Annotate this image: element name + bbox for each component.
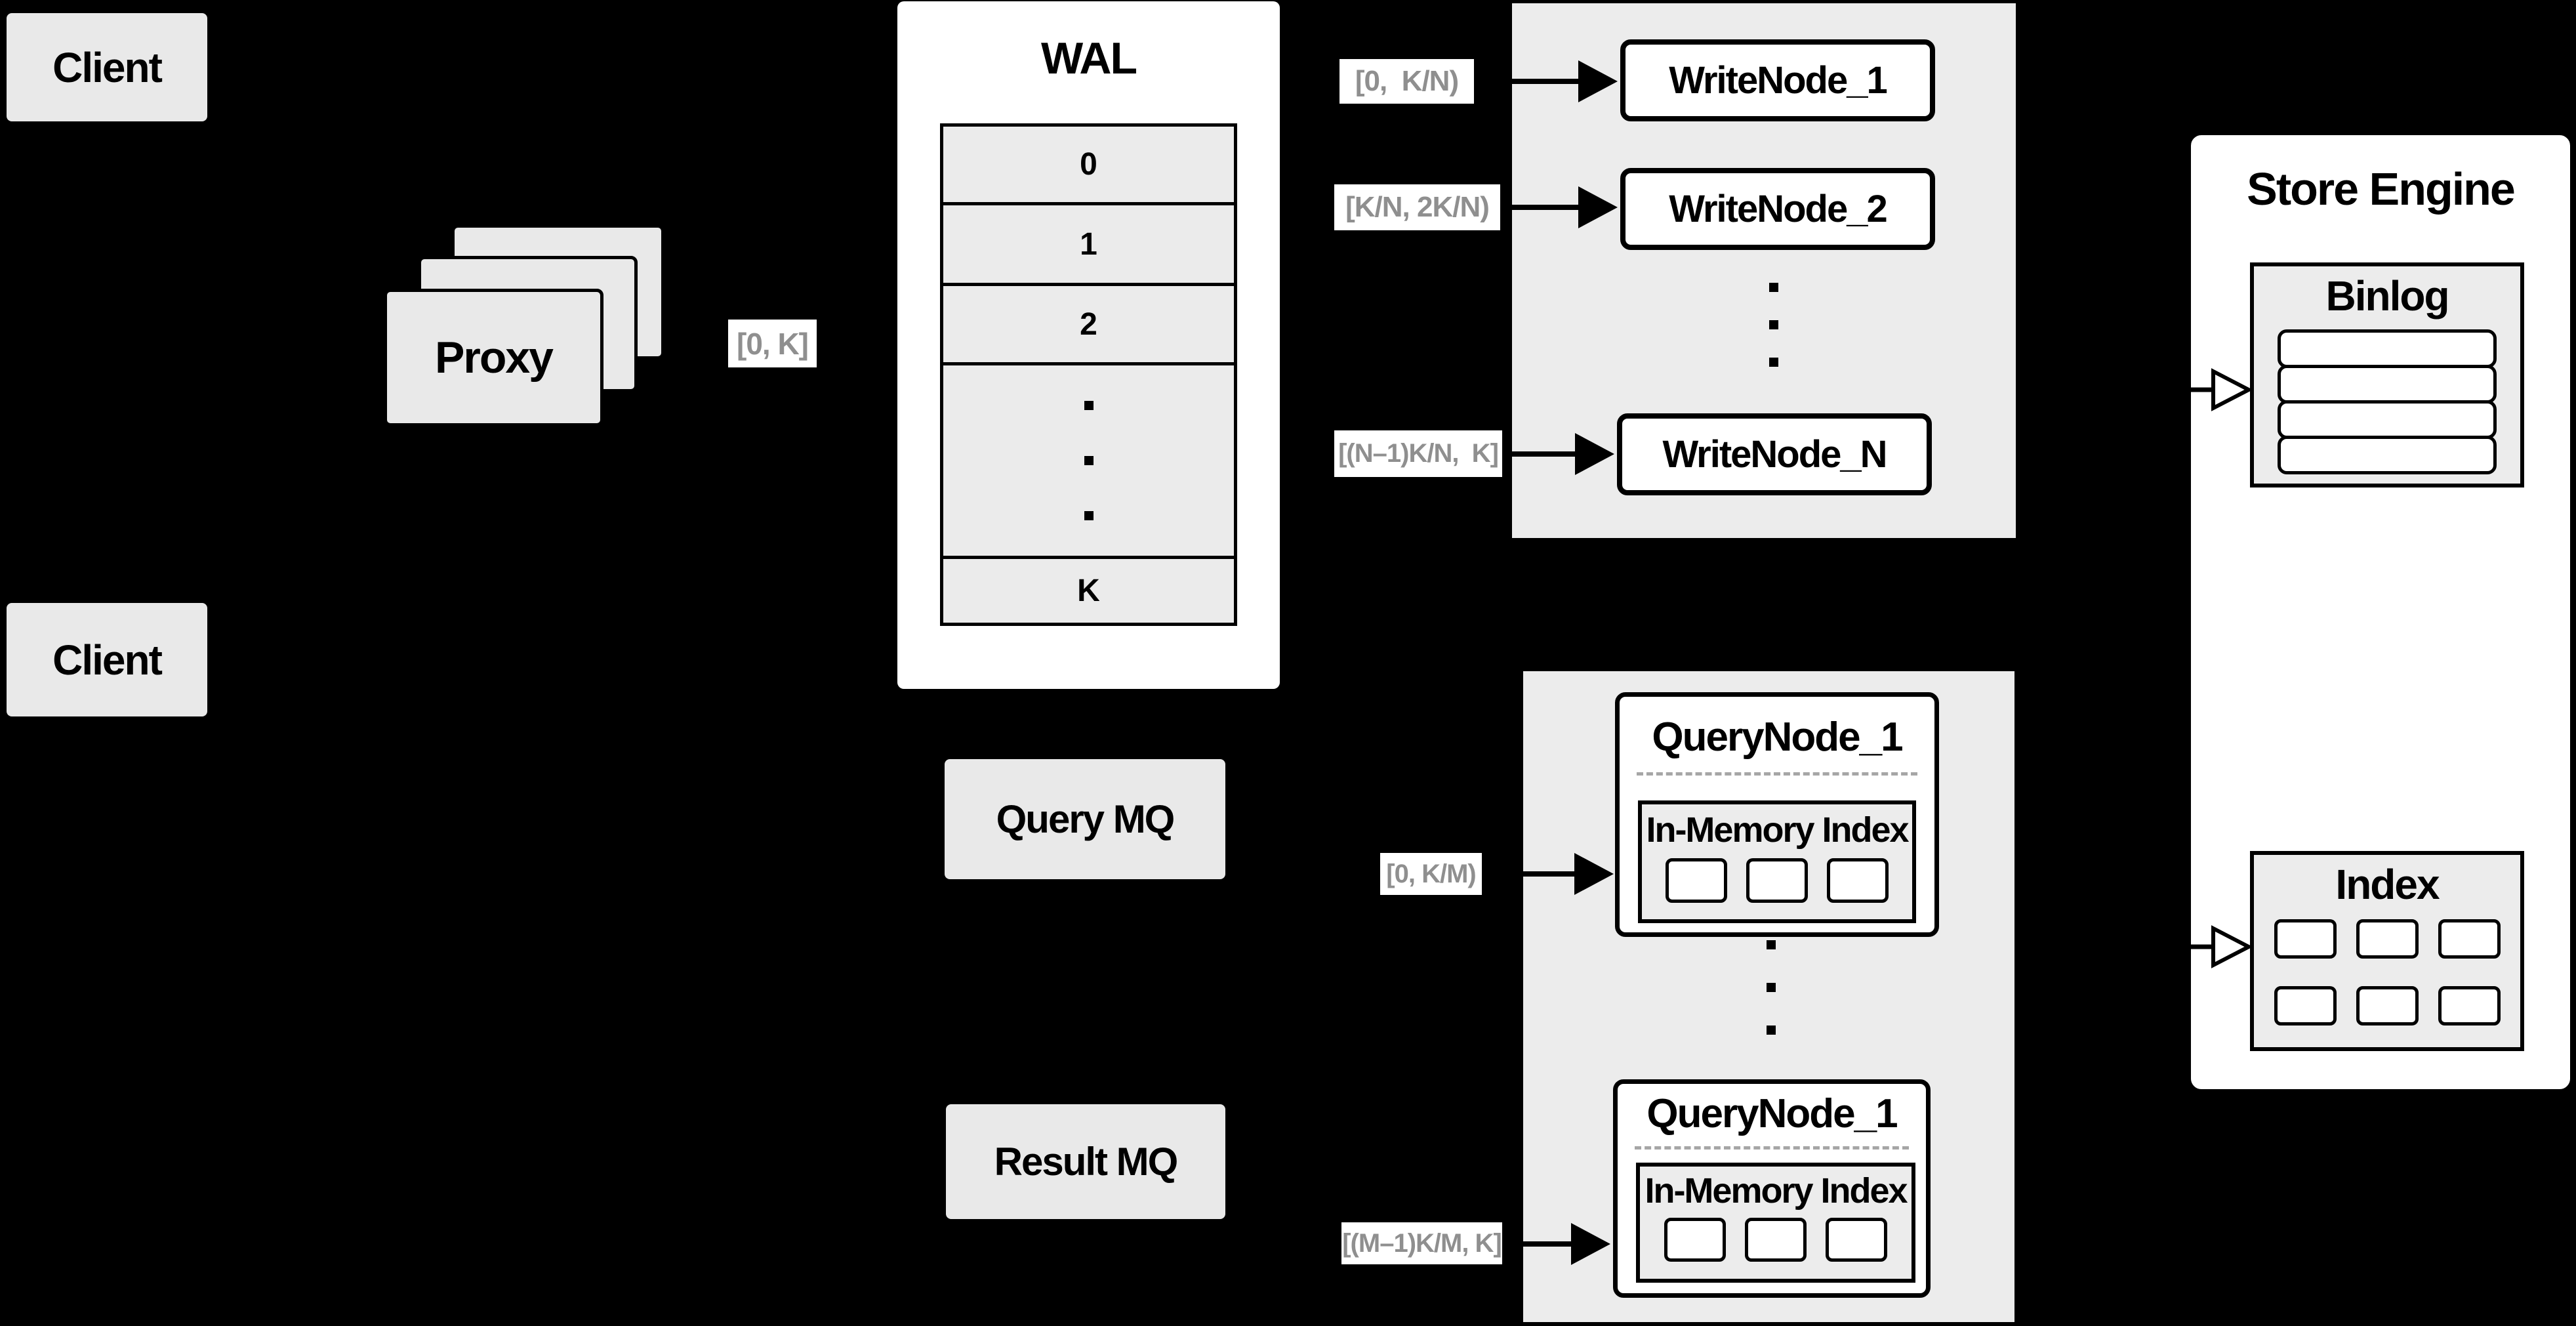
index-cell (2274, 919, 2337, 959)
in-memory-index-box-bottom: In-Memory Index (1636, 1163, 1915, 1283)
proxy-label: Proxy (435, 333, 554, 383)
index-cell (2356, 986, 2419, 1026)
index-cell (2274, 986, 2337, 1026)
query-mq-box: Query MQ (945, 759, 1225, 879)
wal-segment-0: 0 (943, 127, 1234, 205)
write-node-2-label: WriteNode_2 (1669, 188, 1887, 230)
index-cell (2356, 919, 2419, 959)
wal-box: WAL 0 1 2 K (897, 1, 1280, 689)
index-cell-row (2254, 986, 2520, 1026)
memory-segment-row (1640, 1218, 1912, 1262)
query-mq-label: Query MQ (996, 797, 1176, 841)
in-memory-index-title-top: In-Memory Index (1646, 810, 1909, 850)
wal-title: WAL (1040, 33, 1137, 83)
result-mq-box: Result MQ (946, 1104, 1225, 1219)
range-label-writenode-2: [K/N, 2K/N) (1334, 184, 1500, 230)
query-node-top-box: QueryNode_1 In-Memory Index (1615, 692, 1939, 937)
query-node-panel: QueryNode_1 In-Memory Index QueryNode_1 … (1523, 671, 2014, 1322)
write-node-n-label: WriteNode_N (1662, 433, 1887, 476)
binlog-row (2278, 436, 2497, 474)
query-node-bottom-title: QueryNode_1 (1646, 1091, 1898, 1136)
write-node-2-box: WriteNode_2 (1620, 168, 1935, 250)
dashed-divider (1635, 1146, 1909, 1150)
write-node-n-box: WriteNode_N (1617, 413, 1932, 495)
binlog-box: Binlog (2250, 262, 2524, 487)
memory-segment-row (1642, 858, 1912, 903)
vertical-ellipsis-icon (1084, 401, 1094, 520)
index-cell (2438, 986, 2501, 1026)
binlog-row (2278, 400, 2497, 439)
dashed-divider (1637, 772, 1917, 776)
client-box-bottom: Client (7, 603, 207, 716)
index-box: Index (2250, 851, 2524, 1051)
wal-segment-table: 0 1 2 K (940, 123, 1237, 626)
result-mq-label: Result MQ (994, 1140, 1179, 1184)
client-bottom-label: Client (52, 636, 163, 684)
client-top-label: Client (52, 43, 163, 91)
memory-segment-cell (1745, 1218, 1807, 1262)
wal-segment-2: 2 (943, 286, 1234, 365)
binlog-rows (2254, 329, 2520, 474)
binlog-row (2278, 365, 2497, 404)
vertical-ellipsis-icon (1769, 283, 1778, 367)
wal-segment-1: 1 (943, 205, 1234, 286)
wal-segment-ellipsis-cell (943, 365, 1234, 559)
in-memory-index-title-bottom: In-Memory Index (1645, 1171, 1908, 1211)
memory-segment-cell (1746, 858, 1808, 903)
binlog-title: Binlog (2325, 272, 2449, 320)
index-cell (2438, 919, 2501, 959)
proxy-box: Proxy (384, 289, 603, 426)
client-box-top: Client (7, 13, 207, 121)
memory-segment-cell (1826, 1218, 1887, 1262)
memory-segment-cell (1664, 1218, 1726, 1262)
memory-segment-cell (1666, 858, 1727, 903)
range-label-writenode-1: [0, K/N) (1339, 59, 1474, 104)
store-engine-title: Store Engine (2247, 163, 2516, 215)
in-memory-index-box-top: In-Memory Index (1638, 800, 1916, 923)
index-title: Index (2335, 861, 2440, 908)
index-cell-row (2254, 919, 2520, 959)
wal-segment-k: K (943, 559, 1234, 623)
write-node-1-box: WriteNode_1 (1620, 39, 1935, 121)
range-label-writenode-n: [(N–1)K/N, K] (1334, 430, 1502, 477)
range-label-querynode-m: [(M–1)K/M, K] (1341, 1222, 1502, 1264)
binlog-row (2278, 329, 2497, 368)
vertical-ellipsis-icon (1767, 940, 1776, 1035)
write-node-1-label: WriteNode_1 (1669, 59, 1887, 102)
query-node-bottom-box: QueryNode_1 In-Memory Index (1613, 1079, 1931, 1298)
store-engine-box: Store Engine Binlog Index (2187, 131, 2574, 1093)
query-node-top-title: QueryNode_1 (1652, 715, 1903, 760)
range-label-proxy-to-wal: [0, K] (728, 320, 817, 367)
memory-segment-cell (1827, 858, 1889, 903)
write-node-panel: WriteNode_1 WriteNode_2 WriteNode_N (1512, 3, 2016, 538)
range-label-querynode-1: [0, K/M) (1380, 853, 1482, 895)
